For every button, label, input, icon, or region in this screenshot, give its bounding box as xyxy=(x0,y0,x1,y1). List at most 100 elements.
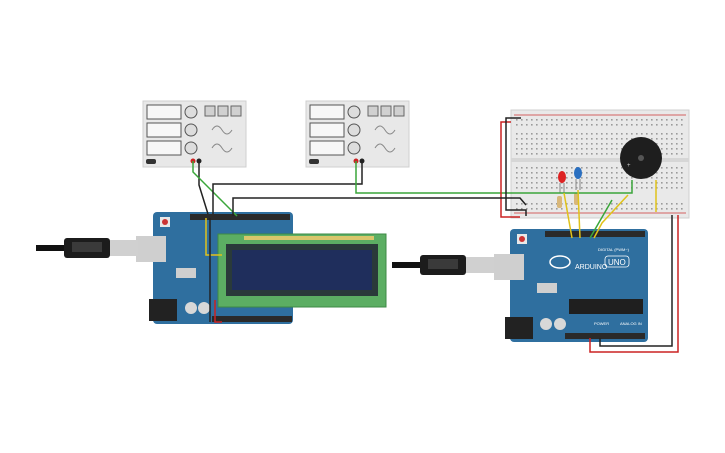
breadboard-hole[interactable] xyxy=(666,119,668,121)
breadboard-hole[interactable] xyxy=(651,203,653,205)
breadboard-hole[interactable] xyxy=(606,167,608,169)
breadboard-hole[interactable] xyxy=(536,124,538,126)
breadboard-hole[interactable] xyxy=(676,177,678,179)
breadboard-hole[interactable] xyxy=(631,133,633,135)
breadboard-hole[interactable] xyxy=(551,167,553,169)
breadboard-hole[interactable] xyxy=(626,124,628,126)
breadboard-hole[interactable] xyxy=(526,177,528,179)
breadboard-hole[interactable] xyxy=(671,119,673,121)
breadboard-hole[interactable] xyxy=(556,148,558,150)
breadboard-hole[interactable] xyxy=(661,167,663,169)
breadboard-hole[interactable] xyxy=(541,133,543,135)
breadboard-hole[interactable] xyxy=(546,177,548,179)
breadboard-hole[interactable] xyxy=(541,148,543,150)
breadboard-hole[interactable] xyxy=(551,208,553,210)
breadboard-hole[interactable] xyxy=(621,182,623,184)
breadboard-hole[interactable] xyxy=(536,203,538,205)
breadboard-hole[interactable] xyxy=(516,143,518,145)
breadboard-hole[interactable] xyxy=(581,148,583,150)
triangle-wave-button[interactable] xyxy=(380,105,392,117)
breadboard-hole[interactable] xyxy=(576,187,578,189)
breadboard-hole[interactable] xyxy=(571,203,573,205)
breadboard-hole[interactable] xyxy=(636,124,638,126)
usb-port[interactable] xyxy=(494,254,524,280)
breadboard-hole[interactable] xyxy=(561,187,563,189)
breadboard-hole[interactable] xyxy=(516,148,518,150)
breadboard-hole[interactable] xyxy=(551,124,553,126)
breadboard-hole[interactable] xyxy=(546,138,548,140)
breadboard-hole[interactable] xyxy=(556,119,558,121)
breadboard-hole[interactable] xyxy=(676,124,678,126)
breadboard-hole[interactable] xyxy=(556,203,558,205)
breadboard-hole[interactable] xyxy=(541,177,543,179)
breadboard-hole[interactable] xyxy=(591,167,593,169)
breadboard-hole[interactable] xyxy=(576,208,578,210)
breadboard-hole[interactable] xyxy=(656,203,658,205)
breadboard-hole[interactable] xyxy=(566,172,568,174)
breadboard-hole[interactable] xyxy=(596,153,598,155)
breadboard-hole[interactable] xyxy=(626,208,628,210)
breadboard-hole[interactable] xyxy=(601,187,603,189)
breadboard-hole[interactable] xyxy=(616,148,618,150)
breadboard-hole[interactable] xyxy=(626,203,628,205)
breadboard-hole[interactable] xyxy=(656,177,658,179)
breadboard-hole[interactable] xyxy=(531,208,533,210)
breadboard-hole[interactable] xyxy=(616,208,618,210)
breadboard-hole[interactable] xyxy=(606,153,608,155)
breadboard-hole[interactable] xyxy=(681,133,683,135)
breadboard-hole[interactable] xyxy=(681,124,683,126)
breadboard-hole[interactable] xyxy=(526,208,528,210)
breadboard-hole[interactable] xyxy=(586,138,588,140)
breadboard-hole[interactable] xyxy=(631,208,633,210)
breadboard-hole[interactable] xyxy=(681,143,683,145)
breadboard-hole[interactable] xyxy=(621,143,623,145)
breadboard-hole[interactable] xyxy=(646,203,648,205)
breadboard-hole[interactable] xyxy=(546,119,548,121)
breadboard-hole[interactable] xyxy=(516,119,518,121)
breadboard-hole[interactable] xyxy=(646,182,648,184)
breadboard-hole[interactable] xyxy=(661,148,663,150)
breadboard-hole[interactable] xyxy=(681,208,683,210)
breadboard-hole[interactable] xyxy=(641,124,643,126)
breadboard-hole[interactable] xyxy=(566,182,568,184)
power-switch[interactable] xyxy=(309,159,319,164)
breadboard-hole[interactable] xyxy=(606,172,608,174)
breadboard-hole[interactable] xyxy=(546,203,548,205)
wire-yellow[interactable] xyxy=(593,194,629,239)
breadboard-hole[interactable] xyxy=(551,119,553,121)
breadboard-hole[interactable] xyxy=(656,143,658,145)
breadboard-hole[interactable] xyxy=(581,153,583,155)
breadboard-hole[interactable] xyxy=(526,172,528,174)
breadboard-hole[interactable] xyxy=(531,124,533,126)
breadboard-hole[interactable] xyxy=(536,133,538,135)
breadboard-hole[interactable] xyxy=(651,177,653,179)
breadboard-hole[interactable] xyxy=(601,138,603,140)
breadboard-hole[interactable] xyxy=(571,148,573,150)
breadboard-hole[interactable] xyxy=(531,133,533,135)
breadboard-hole[interactable] xyxy=(531,143,533,145)
breadboard-hole[interactable] xyxy=(616,143,618,145)
breadboard-hole[interactable] xyxy=(521,187,523,189)
breadboard-hole[interactable] xyxy=(551,148,553,150)
breadboard-hole[interactable] xyxy=(586,167,588,169)
breadboard-hole[interactable] xyxy=(576,124,578,126)
breadboard-hole[interactable] xyxy=(536,153,538,155)
breadboard-hole[interactable] xyxy=(576,143,578,145)
wire-yellow[interactable] xyxy=(563,192,573,239)
breadboard-hole[interactable] xyxy=(596,138,598,140)
breadboard-hole[interactable] xyxy=(646,208,648,210)
breadboard-hole[interactable] xyxy=(531,167,533,169)
breadboard-hole[interactable] xyxy=(581,187,583,189)
breadboard-hole[interactable] xyxy=(551,153,553,155)
breadboard-hole[interactable] xyxy=(596,177,598,179)
breadboard-hole[interactable] xyxy=(661,138,663,140)
wire-black[interactable] xyxy=(599,215,673,347)
wire-yellow[interactable] xyxy=(205,218,222,256)
breadboard-hole[interactable] xyxy=(646,124,648,126)
breadboard-hole[interactable] xyxy=(676,119,678,121)
breadboard-hole[interactable] xyxy=(551,182,553,184)
power-jack[interactable] xyxy=(505,317,533,339)
breadboard-hole[interactable] xyxy=(616,133,618,135)
breadboard-hole[interactable] xyxy=(661,143,663,145)
wires[interactable] xyxy=(192,117,679,353)
